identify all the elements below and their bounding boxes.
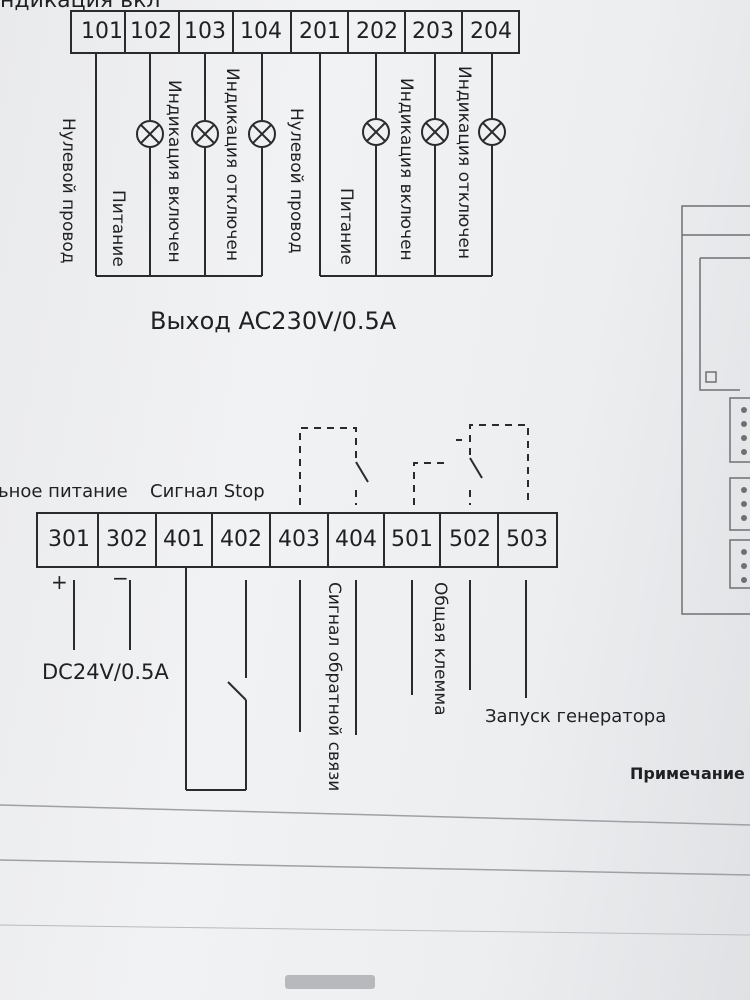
caption-stop-signal: Сигнал Stop: [150, 481, 265, 502]
label-common: Общая клемма: [430, 582, 450, 716]
device-outline: [699, 258, 740, 391]
terminal-302: 302: [106, 527, 148, 552]
top-cut-label: ндикация вкл: [0, 0, 161, 13]
device-slot: [705, 371, 717, 383]
terminal-301: 301: [48, 527, 90, 552]
label-neutral-2: Нулевой провод: [286, 108, 306, 254]
terminal-403: 403: [278, 527, 320, 552]
note-label: Примечание: [630, 764, 745, 783]
output-title: Выход AC230V/0.5A: [150, 307, 397, 335]
plus-sign: +: [51, 570, 68, 594]
terminal-402: 402: [220, 527, 262, 552]
label-generator-start: Запуск генератора: [485, 706, 667, 727]
terminal-102: 102: [130, 19, 172, 44]
lamp-icon: [191, 120, 219, 148]
terminal-204: 204: [470, 19, 512, 44]
device-outline: [681, 205, 750, 615]
bottom-terminal-block: [36, 512, 558, 568]
page-marking: [285, 975, 375, 989]
label-feedback: Сигнал обратной связи: [324, 582, 344, 792]
terminal-501: 501: [391, 527, 433, 552]
minus-sign: −: [112, 566, 129, 590]
device-terminal-strip: [729, 477, 750, 531]
relay-contact-dashed: [469, 424, 529, 505]
label-ind-off-1: Индикация отключен: [222, 68, 242, 261]
label-ind-off-2: Индикация отключен: [454, 66, 474, 259]
caption-power: ьное питание: [0, 481, 128, 502]
lamp-icon: [362, 118, 390, 146]
lamp-icon: [248, 120, 276, 148]
device-terminal-strip: [729, 539, 750, 589]
terminal-404: 404: [335, 527, 377, 552]
terminal-201: 201: [299, 19, 341, 44]
terminal-503: 503: [506, 527, 548, 552]
relay-contact-dashed: [413, 462, 448, 505]
lamp-icon: [478, 118, 506, 146]
terminal-203: 203: [412, 19, 454, 44]
lamp-icon: [421, 118, 449, 146]
relay-contact-blade: [469, 457, 483, 479]
terminal-104: 104: [240, 19, 282, 44]
page-rule: [0, 804, 750, 826]
relay-contact-dashed: [299, 427, 357, 505]
page-rule: [0, 924, 750, 936]
label-power-1: Питание: [108, 190, 128, 267]
terminal-401: 401: [163, 527, 205, 552]
terminal-502: 502: [449, 527, 491, 552]
terminal-103: 103: [184, 19, 226, 44]
device-terminal-strip: [729, 397, 750, 463]
stop-switch: [227, 681, 247, 701]
label-ind-on-2: Индикация включен: [396, 78, 416, 261]
label-ind-on-1: Индикация включен: [164, 80, 184, 263]
top-terminal-block: [70, 10, 520, 54]
dc-label: DC24V/0.5A: [42, 660, 169, 684]
terminal-202: 202: [356, 19, 398, 44]
label-neutral-1: Нулевой провод: [58, 118, 78, 264]
terminal-101: 101: [81, 19, 123, 44]
label-power-2: Питание: [336, 188, 356, 265]
lamp-icon: [136, 120, 164, 148]
page-rule: [0, 859, 750, 876]
relay-contact-blade: [355, 461, 369, 483]
